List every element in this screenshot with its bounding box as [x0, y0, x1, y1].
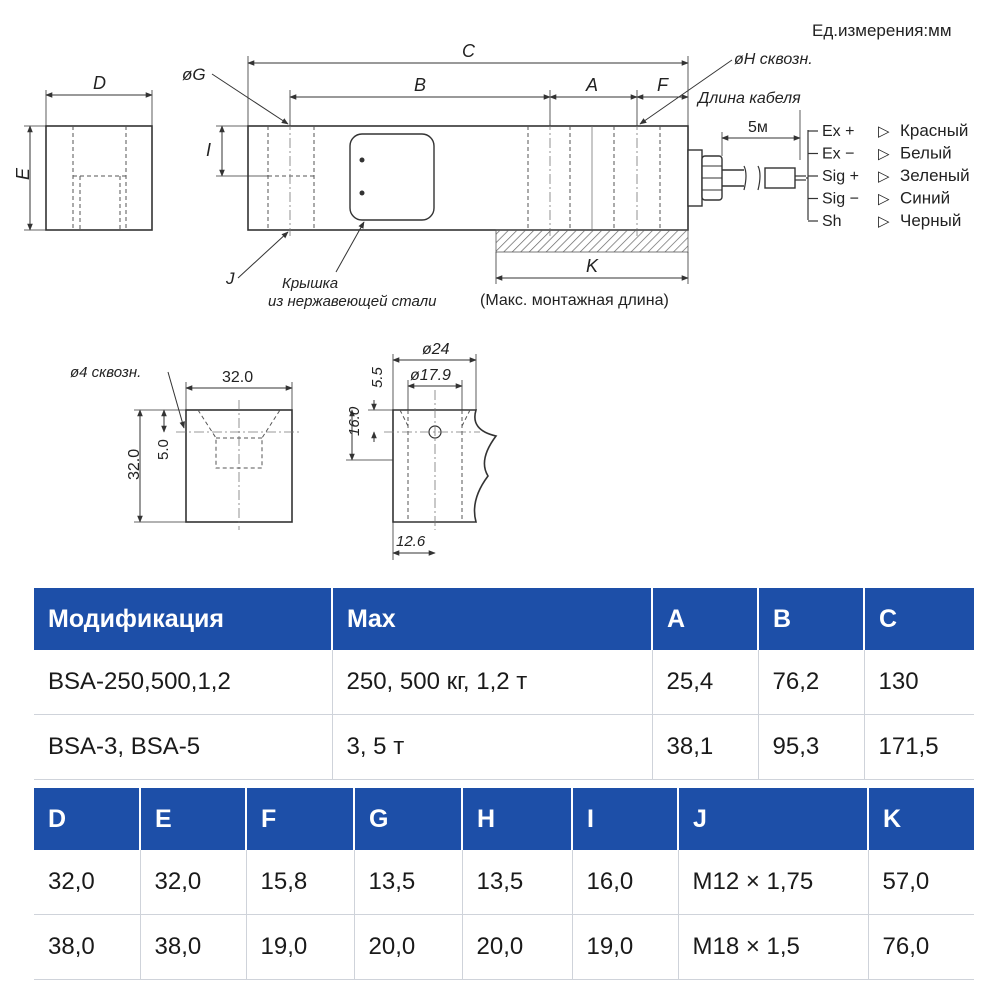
- header-I: I: [572, 788, 679, 850]
- table-cell: 32,0: [34, 850, 141, 915]
- dim-32-top: 32.0: [222, 369, 253, 386]
- wire-color-label: Синий: [900, 189, 950, 208]
- table-cell: 3, 5 т: [332, 714, 653, 780]
- label-K: K: [586, 256, 599, 276]
- table-cell: 19,0: [572, 914, 679, 980]
- header-J: J: [678, 788, 869, 850]
- table-cell: 76,0: [868, 914, 974, 980]
- dim-126: 12.6: [396, 533, 426, 550]
- table-row: BSA-250,500,1,2 250, 500 кг, 1,2 т 25,4 …: [34, 650, 974, 715]
- table-row: 32,0 32,0 15,8 13,5 13,5 16,0 M12 × 1,75…: [34, 850, 974, 915]
- dim-16: 16.0: [346, 406, 363, 436]
- table-row: 38,0 38,0 19,0 20,0 20,0 19,0 M18 × 1,5 …: [34, 914, 974, 980]
- header-A: A: [652, 588, 759, 650]
- table-header-row: D E F G H I J K: [34, 788, 974, 850]
- wire-signal-label: Sig +: [822, 168, 859, 185]
- table-cell: BSA-250,500,1,2: [34, 650, 333, 715]
- header-H: H: [462, 788, 573, 850]
- wire-color-label: Зеленый: [900, 166, 970, 185]
- table-cell: M12 × 1,75: [678, 850, 869, 915]
- wire-color-label: Красный: [900, 121, 968, 140]
- side-section-view: ø24 ø17.9 5.5 16.0 12.6: [346, 341, 498, 560]
- wire-signal-label: Ex +: [822, 123, 854, 140]
- table-header-row: Модификация Max A B C: [34, 588, 974, 650]
- mount-length-label: (Макс. монтажная длина): [480, 292, 669, 309]
- table-cell: 15,8: [246, 850, 355, 915]
- table-cell: 25,4: [652, 650, 759, 715]
- wire-color-label: Черный: [900, 211, 961, 230]
- header-modification: Модификация: [34, 588, 333, 650]
- table-cell: 13,5: [462, 850, 573, 915]
- label-D: D: [93, 73, 106, 93]
- cover-label-line2: из нержавеющей стали: [268, 293, 437, 310]
- table-row: BSA-3, BSA-5 3, 5 т 38,1 95,3 171,5: [34, 714, 974, 780]
- wire-signal-label: Sh: [822, 213, 842, 230]
- header-max: Max: [332, 588, 653, 650]
- main-view: C B A F øG øH сквозн. I J Крышка из нерж…: [182, 41, 813, 310]
- header-C: C: [864, 588, 974, 650]
- triangle-arrow-icon: ▷: [878, 146, 890, 163]
- label-F: F: [657, 75, 669, 95]
- triangle-arrow-icon: ▷: [878, 213, 890, 230]
- label-C: C: [462, 41, 476, 61]
- table-cell: BSA-3, BSA-5: [34, 714, 333, 780]
- label-J: J: [225, 269, 235, 288]
- wire-signal-label: Ex −: [822, 146, 854, 163]
- label-phi4: ø4 сквозн.: [70, 364, 141, 381]
- table-cell: 32,0: [140, 850, 247, 915]
- header-B: B: [758, 588, 865, 650]
- cover-plate: [349, 133, 435, 221]
- table-cell: 57,0: [868, 850, 974, 915]
- dim-55: 5.5: [369, 366, 386, 388]
- cover-label-line1: Крышка: [282, 275, 338, 292]
- header-E: E: [140, 788, 247, 850]
- header-D: D: [34, 788, 141, 850]
- label-B: B: [414, 75, 426, 95]
- dim-32-side: 32.0: [126, 449, 143, 480]
- label-phiH: øH сквозн.: [734, 51, 813, 68]
- spec-table-bottom: D E F G H I J K 32,0 32,0 15,8 13,5 13,5…: [34, 788, 974, 980]
- label-A: A: [585, 75, 598, 95]
- end-view: D E: [13, 73, 153, 231]
- cable-5m-label: 5м: [748, 119, 768, 136]
- technical-drawing: Ед.измерения:мм D E: [13, 21, 970, 560]
- table-cell: 38,0: [140, 914, 247, 980]
- dim-phi24: ø24: [422, 341, 450, 358]
- wire-color-label: Белый: [900, 144, 952, 163]
- spec-table-top: Модификация Max A B C BSA-250,500,1,2 25…: [34, 588, 974, 780]
- table-cell: 130: [864, 650, 974, 715]
- table-cell: 20,0: [354, 914, 463, 980]
- table-cell: 16,0: [572, 850, 679, 915]
- label-E: E: [13, 167, 33, 180]
- table-cell: 38,1: [652, 714, 759, 780]
- cable-length-label: Длина кабеля: [696, 90, 801, 107]
- table-cell: 171,5: [864, 714, 974, 780]
- table-cell: 76,2: [758, 650, 865, 715]
- table-cell: 20,0: [462, 914, 573, 980]
- triangle-arrow-icon: ▷: [878, 191, 890, 208]
- table-cell: 38,0: [34, 914, 141, 980]
- label-I: I: [206, 140, 211, 160]
- header-G: G: [354, 788, 463, 850]
- table-cell: 19,0: [246, 914, 355, 980]
- table-cell: M18 × 1,5: [678, 914, 869, 980]
- dim-5: 5.0: [155, 439, 172, 460]
- units-label: Ед.измерения:мм: [812, 21, 952, 40]
- dim-phi179: ø17.9: [410, 367, 451, 384]
- wire-signal-label: Sig −: [822, 191, 859, 208]
- triangle-arrow-icon: ▷: [878, 168, 890, 185]
- label-phiG: øG: [182, 65, 206, 84]
- header-F: F: [246, 788, 355, 850]
- triangle-arrow-icon: ▷: [878, 123, 890, 140]
- table-cell: 13,5: [354, 850, 463, 915]
- header-K: K: [868, 788, 974, 850]
- table-cell: 250, 500 кг, 1,2 т: [332, 650, 653, 715]
- end-section-view: 32.0 ø4 сквозн. 32.0 5.0: [70, 364, 300, 530]
- table-cell: 95,3: [758, 714, 865, 780]
